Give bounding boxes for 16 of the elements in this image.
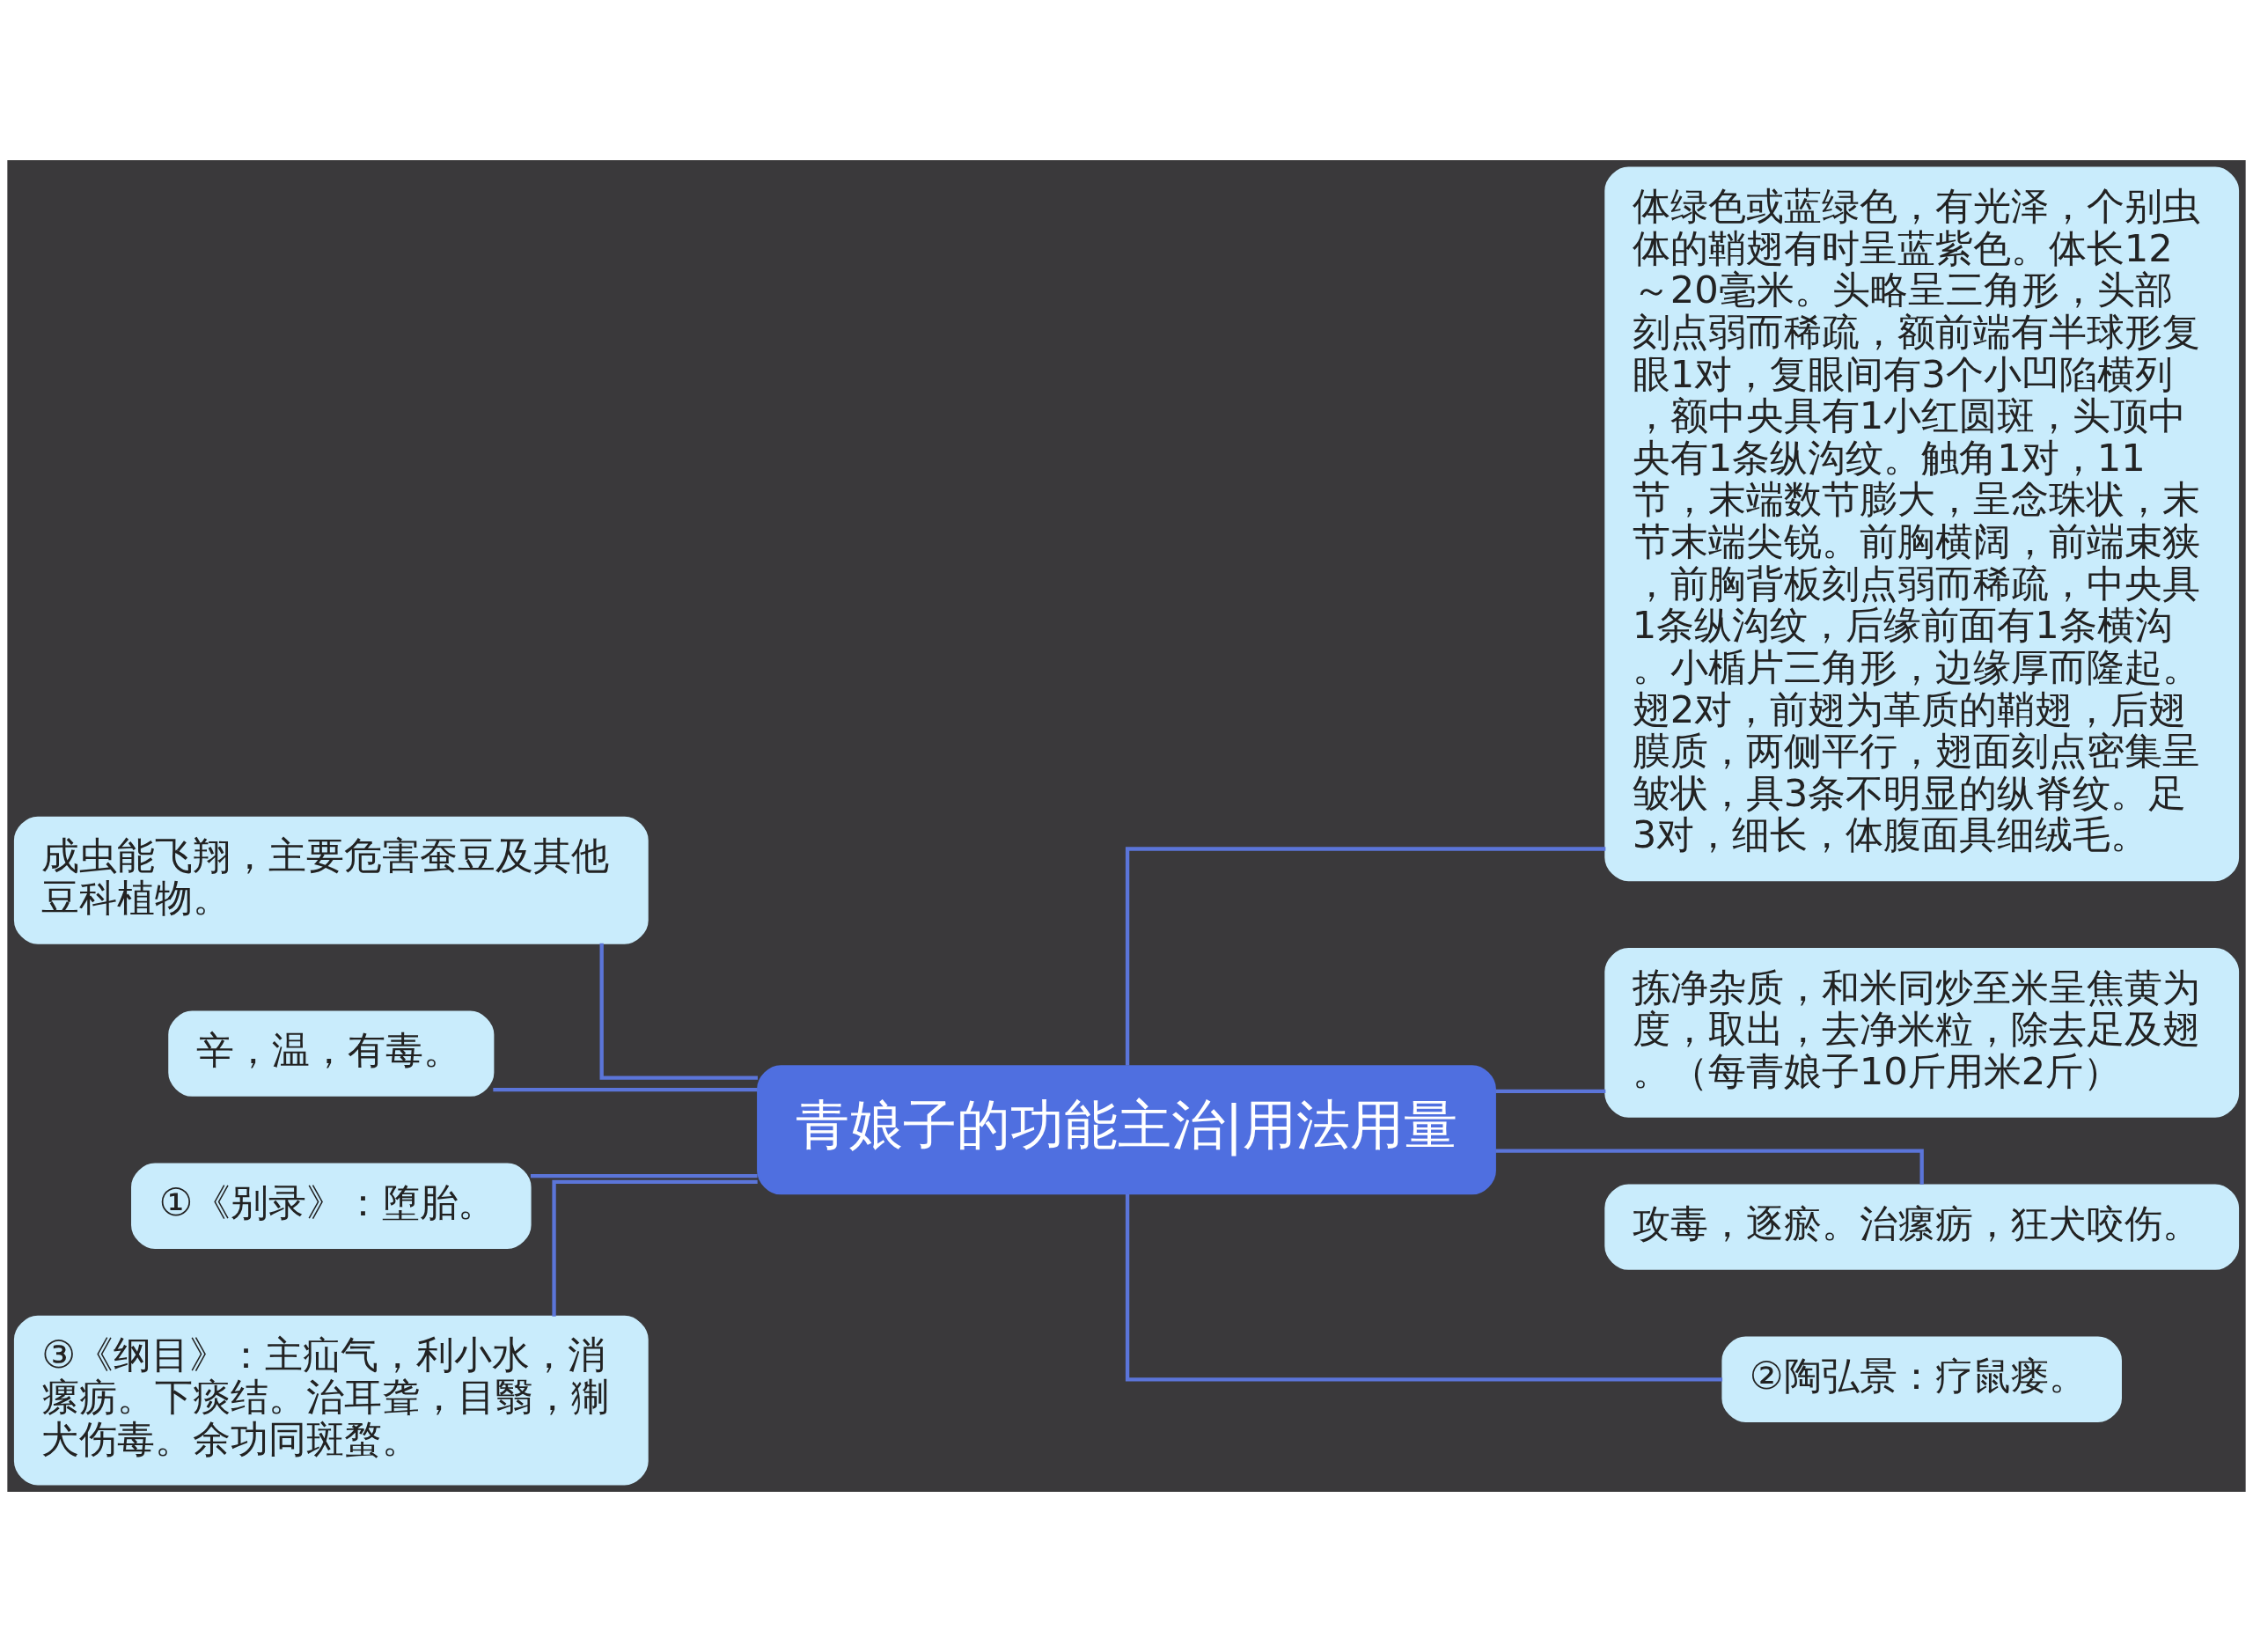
connector	[1495, 1089, 1606, 1094]
node-box: 辛，温，有毒。	[168, 1010, 495, 1097]
node-box: 拣净杂质，和米同炒至米呈焦黄为度，取出，去净米粒，除去足及翅。（每青娘子10斤用米2斤）	[1604, 948, 2240, 1118]
connector	[552, 1179, 758, 1317]
node-box: 青娘子的功能主治|用法用量	[757, 1065, 1496, 1195]
connector	[530, 1173, 758, 1178]
node-box: 体绿色或蓝绿色，有光泽，个别虫体的鞘翅有时呈蓝紫色。体长12～20毫米。头略呈三角形，头部刻点弱而稀疏，额前端有半球形复眼1对，复眼间有3个小凹陷横列，额中央具有1小红圆斑，头顶中央有1条纵沟纹。触角1对，11节，末端数节膨大，呈念珠状，末节末端尖锐。前胸横阔，前端束狭，前胸背板刻点弱而稀疏，中央具1条纵沟纹，后缘前面有1条横沟。小楯片三角形，边缘厚而隆起。翅2对，前翅为革质的鞘翅，后翅膜质，两侧平行，翅面刻点密集呈皱状，具3条不明显的纵脊纹。足3对，细长，体腹面具细绒毛。	[1604, 166, 2240, 882]
node-box: ②陶弘景：疗鼠瘘。	[1721, 1336, 2122, 1422]
connector	[1125, 847, 1606, 1066]
node-box: ①《别录》：堕胎。	[131, 1163, 532, 1249]
connector	[599, 943, 758, 1080]
connector	[493, 1087, 758, 1092]
node-box: 成虫能飞翔，主要危害蚕豆及其他豆科植物。	[13, 816, 649, 944]
connector	[1125, 1193, 1723, 1382]
node-box: 攻毒，逐瘀。治瘰疬，狂犬咬伤。	[1604, 1184, 2240, 1270]
node-box: ③《纲目》：主疝气，利小水，消瘰疬。下痰结。治耳聋，目翳，猘犬伤毒。余功同斑蝥。	[13, 1315, 649, 1486]
